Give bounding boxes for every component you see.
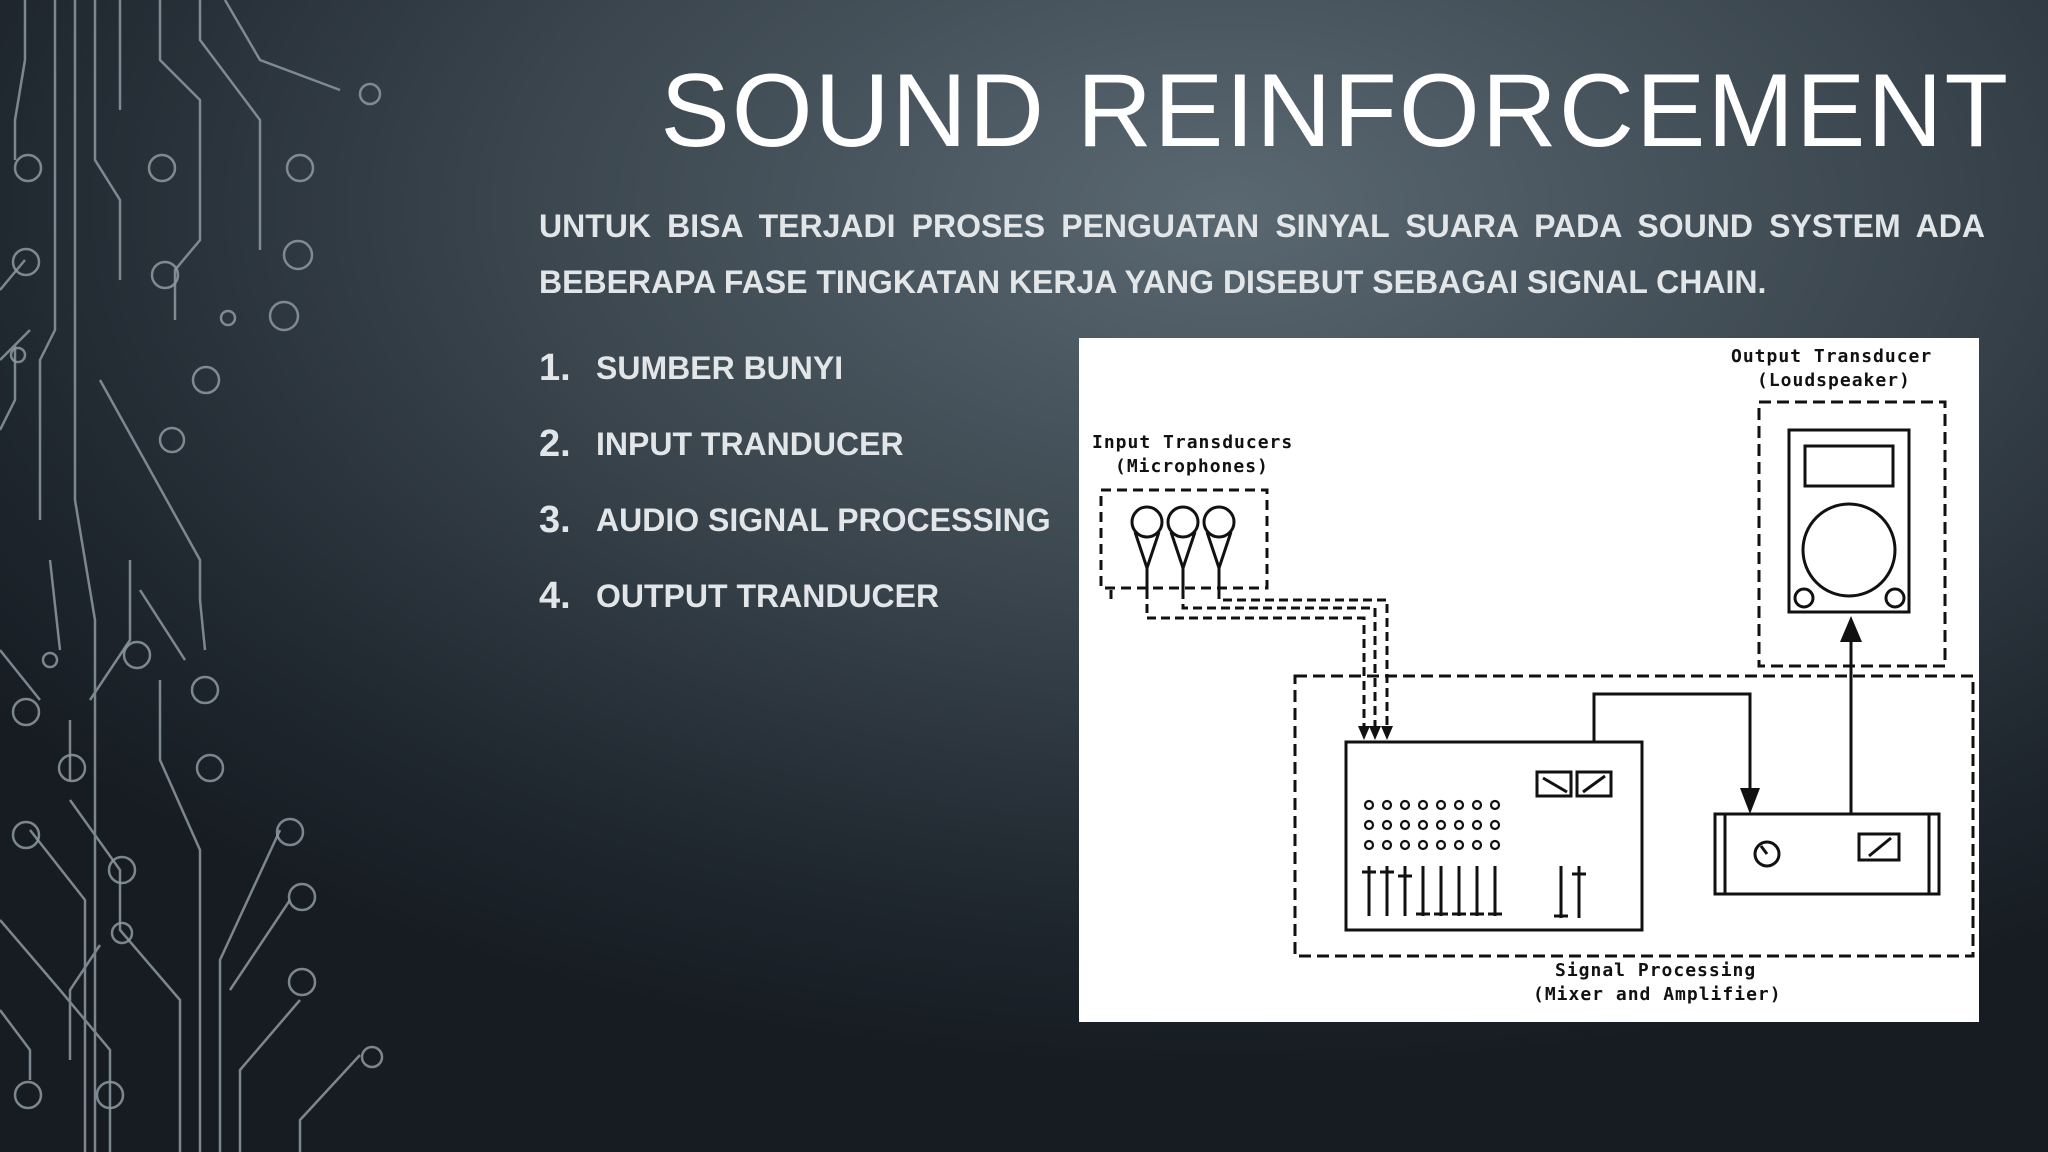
loudspeaker-label: (Loudspeaker) <box>1757 370 1911 391</box>
list-label: INPUT TRANDUCER <box>596 425 904 462</box>
output-transducer-label: Output Transducer <box>1731 346 1932 367</box>
circuit-board-decoration <box>0 0 384 1152</box>
processing-box <box>1293 674 1975 958</box>
list-label: OUTPUT TRANDUCER <box>596 577 940 614</box>
diagram-svg: Input Transducers (Microphones) Output T… <box>1092 346 1975 1005</box>
list-number: 2. <box>539 422 571 465</box>
mixer-faders <box>1362 866 1586 918</box>
list-number: 4. <box>539 574 571 617</box>
signal-processing-label: Signal Processing <box>1555 960 1756 981</box>
input-transducers-label: Input Transducers <box>1092 432 1293 453</box>
list-number: 1. <box>539 346 571 389</box>
speaker-box <box>1757 400 1947 668</box>
intro-paragraph: UNTUK BISA TERJADI PROSES PENGUATAN SINY… <box>539 208 1985 300</box>
microphones-label: (Microphones) <box>1115 456 1269 477</box>
mixer-knobs <box>1363 799 1501 851</box>
microphone-icons <box>1099 488 1269 590</box>
arrow-down-icon <box>1740 788 1760 814</box>
list-item: 2. INPUT TRANDUCER <box>539 406 1051 482</box>
list-number: 3. <box>539 498 571 541</box>
arrow-up-icon <box>1840 616 1862 642</box>
signal-chain-diagram: Input Transducers (Microphones) Output T… <box>1079 338 1979 1022</box>
loudspeaker-icon <box>1787 428 1911 614</box>
mixer-icon <box>1344 740 1644 932</box>
mixer-amplifier-label: (Mixer and Amplifier) <box>1533 984 1782 1005</box>
amplifier-icon <box>1713 812 1941 896</box>
list-item: 4. OUTPUT TRANDUCER <box>539 558 1051 634</box>
list-label: SUMBER BUNYI <box>596 349 844 386</box>
list-item: 1. SUMBER BUNYI <box>539 330 1051 406</box>
list-item: 3. AUDIO SIGNAL PROCESSING <box>539 482 1051 558</box>
signal-chain-list: 1. SUMBER BUNYI 2. INPUT TRANDUCER 3. AU… <box>539 330 1051 634</box>
list-label: AUDIO SIGNAL PROCESSING <box>596 501 1051 538</box>
slide-title: SOUND REINFORCEMENT <box>660 53 2010 169</box>
